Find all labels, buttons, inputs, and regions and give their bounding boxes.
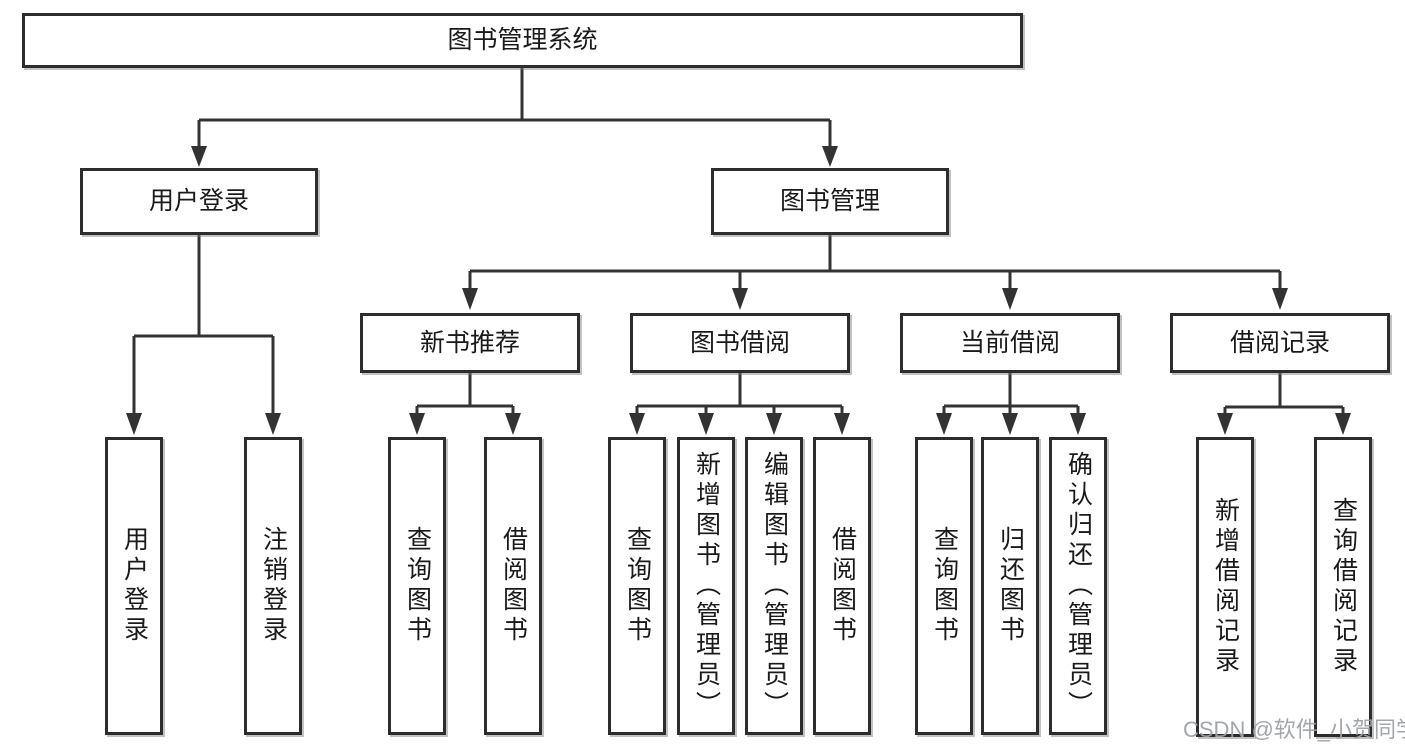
arrow-to-logout-leaf [265, 413, 281, 435]
edge-new-book-recommend-children [415, 373, 515, 415]
node-borrowing-records: 借阅记录 [1170, 313, 1390, 373]
node-bb-query-books-label: 查询图书 [623, 526, 652, 646]
node-cb-return-books: 归还图书 [981, 437, 1039, 735]
arrow-to-cb-query [936, 413, 952, 435]
node-book-management-label: 图书管理 [779, 187, 880, 215]
node-book-borrowing: 图书借阅 [630, 313, 850, 373]
arrow-to-cb-confirm [1070, 413, 1086, 435]
node-library-system-label: 图书管理系统 [447, 26, 598, 54]
node-nbr-borrow-books: 借阅图书 [484, 437, 542, 735]
arrow-to-login-leaf [126, 413, 142, 435]
arrow-to-br-add [1217, 413, 1233, 435]
edge-current-borrowing-children [942, 373, 1080, 415]
node-cb-return-books-label: 归还图书 [996, 526, 1025, 646]
node-br-query-record: 查询借阅记录 [1314, 437, 1372, 737]
node-book-management: 图书管理 [711, 168, 949, 235]
node-bb-borrow-books-label: 借阅图书 [828, 526, 857, 646]
node-new-book-recommend: 新书推荐 [360, 313, 580, 373]
node-bb-query-books: 查询图书 [608, 437, 666, 735]
node-logout-leaf: 注销登录 [244, 437, 302, 735]
node-logout-leaf-label: 注销登录 [259, 526, 288, 646]
node-bb-add-books-admin-label: 新增图书（管理员） [692, 451, 721, 721]
node-library-system: 图书管理系统 [22, 13, 1023, 68]
node-user-login-label: 用户登录 [148, 187, 249, 215]
node-login-leaf: 用户登录 [105, 437, 163, 735]
arrow-to-cb-return [1002, 413, 1018, 435]
node-bb-edit-books-admin-label: 编辑图书（管理员） [760, 451, 789, 721]
node-login-leaf-label: 用户登录 [120, 526, 149, 646]
node-new-book-recommend-label: 新书推荐 [419, 328, 520, 357]
arrow-to-current-borrowing [1002, 288, 1018, 310]
node-borrowing-records-label: 借阅记录 [1229, 328, 1330, 357]
node-cb-confirm-return-admin-label: 确认归还（管理员） [1064, 451, 1093, 721]
arrow-to-bb-edit [766, 413, 782, 435]
arrow-to-bb-borrow [834, 413, 850, 435]
node-current-borrowing: 当前借阅 [900, 313, 1120, 373]
arrow-to-book-borrowing [732, 288, 748, 310]
arrow-to-user-login [191, 146, 207, 167]
arrow-to-br-query [1335, 413, 1351, 435]
node-current-borrowing-label: 当前借阅 [959, 328, 1060, 357]
node-bb-edit-books-admin: 编辑图书（管理员） [745, 437, 803, 735]
arrow-to-new-book-recommend [462, 288, 478, 310]
edge-user-login-children [132, 235, 275, 415]
node-nbr-query-books-label: 查询图书 [403, 526, 432, 646]
node-user-login: 用户登录 [80, 168, 318, 235]
arrow-to-borrowing-records [1272, 288, 1288, 310]
edge-book-borrowing-children [635, 373, 844, 415]
edge-root-to-level2 [197, 68, 832, 148]
node-nbr-borrow-books-label: 借阅图书 [499, 526, 528, 646]
node-nbr-query-books: 查询图书 [388, 437, 446, 735]
node-br-add-record-label: 新增借阅记录 [1211, 497, 1240, 677]
edge-borrowing-records-children [1223, 373, 1345, 415]
node-br-query-record-label: 查询借阅记录 [1329, 497, 1358, 677]
node-bb-borrow-books: 借阅图书 [813, 437, 871, 735]
csdn-watermark: CSDN @软件_小贺同学 [1183, 717, 1405, 742]
arrow-to-book-management [822, 146, 838, 167]
arrow-to-bb-add [698, 413, 714, 435]
arrow-to-nbr-borrow [505, 413, 521, 435]
node-bb-add-books-admin: 新增图书（管理员） [677, 437, 735, 735]
node-cb-query-books-label: 查询图书 [930, 526, 959, 646]
node-cb-query-books: 查询图书 [915, 437, 973, 735]
node-book-borrowing-label: 图书借阅 [689, 328, 790, 357]
node-cb-confirm-return-admin: 确认归还（管理员） [1049, 437, 1107, 735]
arrow-to-nbr-query [409, 413, 425, 435]
edge-book-management-children [468, 235, 1282, 290]
node-br-add-record: 新增借阅记录 [1196, 437, 1254, 737]
arrow-to-bb-query [629, 413, 645, 435]
